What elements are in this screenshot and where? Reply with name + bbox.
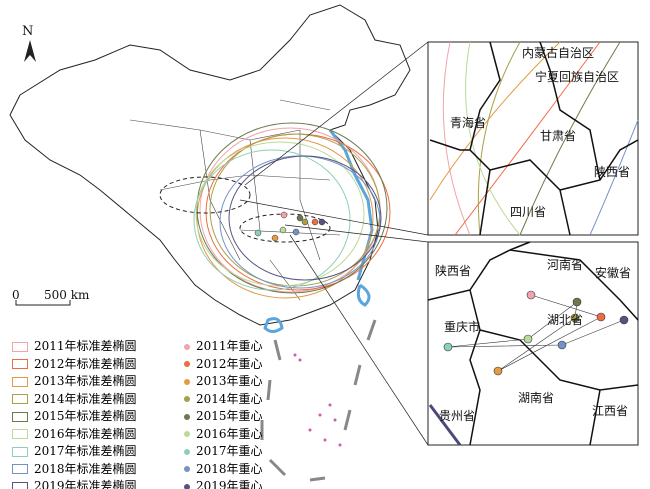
focus-region-top — [159, 176, 251, 214]
centroid-2018 — [557, 340, 567, 350]
inset-top-frame — [427, 41, 639, 236]
centroid-label: 2012年重心 — [196, 356, 263, 371]
legend-item: 2016年标准差椭圆 2016年重心 — [12, 426, 263, 444]
legend-item: 2015年标准差椭圆 2015年重心 — [12, 408, 263, 426]
ellipse-swatch — [12, 446, 28, 457]
centroid-2019 — [619, 315, 629, 325]
label-ningxia: 宁夏回族自治区 — [535, 70, 620, 84]
centroid-swatch — [184, 413, 190, 420]
centroid-swatch — [184, 378, 190, 385]
north-label: N — [22, 24, 34, 39]
legend-item: 2012年标准差椭圆 2012年重心 — [12, 356, 263, 374]
label-shaanxi: 陕西省 — [435, 264, 472, 278]
north-arrow-icon — [24, 40, 36, 62]
legend-item: 2017年标准差椭圆 2017年重心 — [12, 443, 263, 461]
centroid-2014 — [570, 313, 580, 323]
label-chongqing: 重庆市 — [444, 320, 481, 334]
ellipse-label: 2017年标准差椭圆 — [34, 444, 137, 458]
label-sichuan: 四川省 — [510, 205, 547, 219]
legend-item: 2018年标准差椭圆 2018年重心 — [12, 461, 263, 479]
inset-top-ellipses — [429, 41, 639, 236]
nine-dash-line — [260, 319, 377, 482]
centroid-swatch — [184, 396, 190, 403]
centroid-swatch — [184, 466, 190, 473]
ellipse-swatch — [12, 394, 28, 405]
ellipse-label: 2013年标准差椭圆 — [34, 374, 137, 388]
centroid-swatch — [184, 483, 190, 489]
ellipse-swatch — [12, 376, 28, 387]
hainan — [263, 317, 284, 333]
label-hubei: 湖北省 — [547, 313, 584, 327]
legend-item: 2019年标准差椭圆 2019年重心 — [12, 478, 263, 489]
centroid-label: 2017年重心 — [196, 444, 263, 458]
centroid-label: 2011年重心 — [196, 339, 263, 353]
ellipse-swatch — [12, 464, 28, 475]
centroid-2016 — [523, 334, 533, 344]
ellipse-label: 2011年标准差椭圆 — [34, 339, 137, 353]
ellipse-swatch — [12, 481, 28, 489]
scale-zero: 0 — [12, 288, 20, 302]
label-jiangxi: 江西省 — [592, 404, 629, 418]
yunnan-border — [428, 404, 462, 446]
leader-lines — [239, 41, 429, 446]
centroid-2013 — [493, 366, 503, 376]
label-hunan: 湖南省 — [518, 391, 555, 405]
legend: 2011年标准差椭圆 2011年重心 2012年标准差椭圆 2012年重心 2013年标… — [12, 338, 263, 489]
centroid-2012 — [596, 312, 606, 322]
ellipse-label: 2018年标准差椭圆 — [34, 461, 137, 476]
ellipse-label: 2019年标准差椭圆 — [34, 479, 137, 489]
inset-bottom-frame — [427, 241, 639, 446]
centroid-swatch — [184, 431, 190, 438]
centroid-2015 — [572, 297, 582, 307]
label-anhui: 安徽省 — [595, 266, 632, 280]
centroid-label: 2015年重心 — [196, 409, 263, 423]
label-neimenggu: 内蒙古自治区 — [522, 46, 595, 60]
centroid-swatch — [184, 448, 190, 455]
label-henan: 河南省 — [547, 258, 584, 272]
inset-centroids — [443, 290, 629, 376]
province-borders — [129, 99, 341, 301]
ellipse-swatch — [12, 429, 28, 440]
label-qinghai: 青海省 — [450, 116, 487, 130]
legend-item: 2013年标准差椭圆 2013年重心 — [12, 373, 263, 391]
centroid-swatch — [184, 343, 190, 350]
ellipse-label: 2012年标准差椭圆 — [34, 356, 137, 371]
centroid-label: 2018年重心 — [196, 461, 263, 476]
ellipse-label: 2015年标准差椭圆 — [34, 409, 137, 423]
std-ellipses — [193, 122, 391, 299]
centroid-label: 2016年重心 — [196, 426, 263, 441]
centroid-label: 2019年重心 — [196, 479, 263, 489]
inset-top-borders — [429, 41, 639, 236]
ellipse-label: 2014年标准差椭圆 — [34, 391, 137, 406]
label-shaanxi-top: 陕西省 — [594, 165, 631, 179]
legend-item: 2014年标准差椭圆 2014年重心 — [12, 391, 263, 409]
centroid-swatch — [184, 361, 190, 368]
islands — [293, 353, 342, 447]
centroid-label: 2013年重心 — [196, 374, 263, 388]
ellipse-swatch — [12, 359, 28, 370]
label-gansu: 甘肃省 — [540, 129, 577, 143]
centroid-label: 2014年重心 — [196, 391, 263, 406]
centroids-main — [254, 211, 326, 242]
ellipse-swatch — [12, 341, 28, 352]
legend-item: 2011年标准差椭圆 2011年重心 — [12, 338, 263, 356]
ellipse-swatch — [12, 411, 28, 422]
inset-bottom-borders — [427, 241, 639, 446]
centroid-2011 — [526, 290, 536, 300]
label-guizhou: 贵州省 — [439, 409, 476, 423]
scale-bar — [15, 300, 71, 306]
ellipse-label: 2016年标准差椭圆 — [34, 426, 137, 441]
centroid-2017 — [443, 342, 453, 352]
scale-label: 500 km — [44, 288, 90, 302]
